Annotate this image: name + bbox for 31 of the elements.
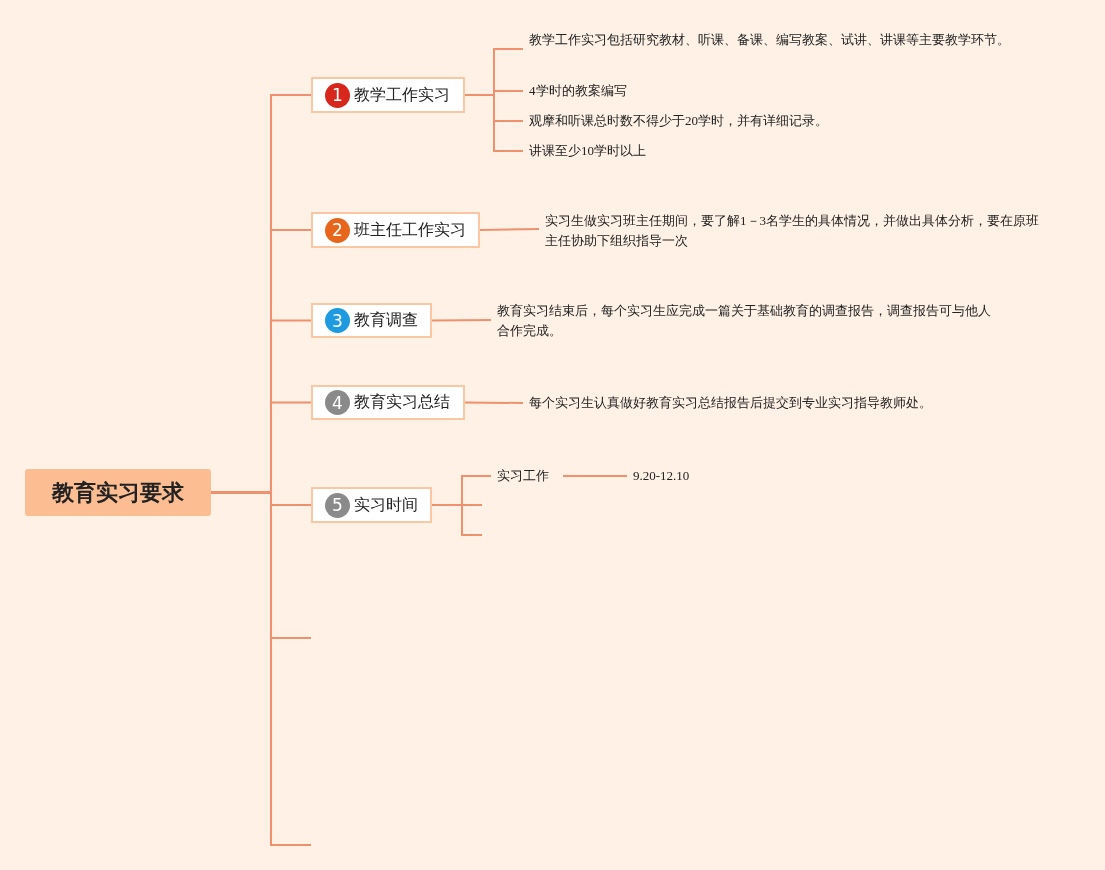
branch-line: [431, 319, 492, 322]
topic-box: [311, 77, 465, 113]
topic-label: 教育调查: [354, 310, 418, 331]
branch-text: 每个实习生认真做好教育实习总结报告后提交到专业实习指导教师处。: [523, 393, 1003, 413]
topic-label: 教学工作实习: [354, 84, 450, 106]
branch-text: 9.20-12.10: [627, 466, 727, 486]
branch-line: [562, 475, 628, 477]
branch-line: [431, 504, 483, 536]
central-topic: 教育实习要求: [25, 469, 211, 516]
topic-box: [311, 385, 465, 420]
number-marker: 2: [325, 217, 350, 243]
branch-text: 观摩和听课总时数不得少于20学时，并有详细记录。: [523, 111, 903, 131]
branch-text: 实习生做实习班主任期间，要了解1－3名学生的具体情况，并做出具体分析，要在原班主任协助下组织指导一次: [539, 211, 1049, 251]
topic-label: 班主任工作实习: [354, 219, 466, 241]
branch-line: [464, 94, 524, 152]
number-marker: 3: [325, 308, 350, 333]
branch-text: 讲课至少10学时以上: [523, 141, 723, 161]
topic-box: [311, 212, 480, 248]
branch-text: 教育实习结束后，每个实习生应完成一篇关于基础教育的调查报告，调查报告可与他人合作完成。: [491, 301, 1001, 341]
branch-text: 4学时的教案编写: [523, 81, 723, 101]
topic-box: [311, 303, 432, 338]
number-marker: 4: [325, 390, 350, 415]
branch-line: [464, 401, 524, 404]
topic-label: 实习时间: [354, 494, 418, 516]
number-marker: 1: [325, 82, 350, 108]
branch-text: 教学工作实习包括研究教材、听课、备课、编写教案、试讲、讲课等主要教学环节。: [523, 30, 1033, 70]
branch-text: 实习工作: [491, 466, 563, 486]
topic-label: 教育实习总结: [354, 392, 450, 413]
branch-line: [479, 228, 540, 231]
number-marker: 5: [325, 492, 350, 518]
topic-box: [311, 487, 432, 523]
